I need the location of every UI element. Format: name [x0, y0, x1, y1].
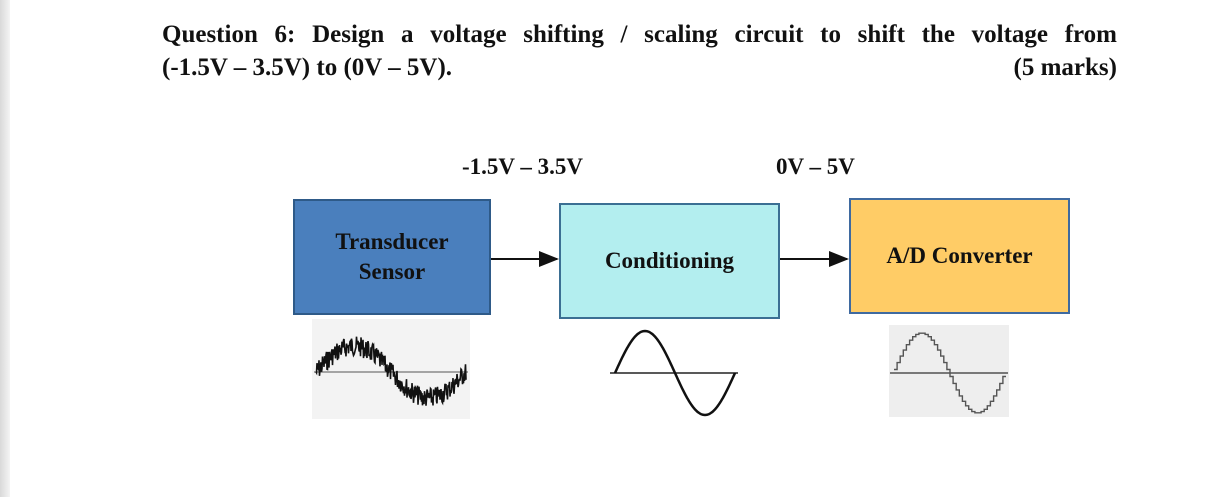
- question-text: Question 6: Design a voltage shifting / …: [162, 18, 1117, 84]
- page-edge: [0, 0, 10, 497]
- noisy-sine-wave-icon: [312, 319, 470, 419]
- transducer-label-line1: Transducer: [335, 229, 449, 254]
- conditioning-block: Conditioning: [559, 203, 780, 319]
- question-line-1: Question 6: Design a voltage shifting / …: [162, 21, 1117, 48]
- ad-converter-label: A/D Converter: [886, 243, 1033, 268]
- ad-converter-block: A/D Converter: [849, 198, 1070, 314]
- question-line-2-row: (-1.5V – 3.5V) to (0V – 5V). (5 marks): [162, 51, 1117, 84]
- transducer-label-line2: Sensor: [358, 259, 426, 284]
- question-line-2: (-1.5V – 3.5V) to (0V – 5V).: [162, 54, 453, 81]
- input-voltage-range-label: -1.5V – 3.5V: [462, 154, 583, 179]
- question-marks: (5 marks): [1013, 54, 1117, 81]
- output-voltage-range-label: 0V – 5V: [776, 154, 855, 179]
- conditioning-label: Conditioning: [604, 248, 735, 273]
- transducer-sensor-block: Transducer Sensor: [293, 199, 491, 315]
- stepped-sine-wave-icon: [889, 325, 1009, 417]
- clean-sine-wave-icon: [610, 329, 738, 417]
